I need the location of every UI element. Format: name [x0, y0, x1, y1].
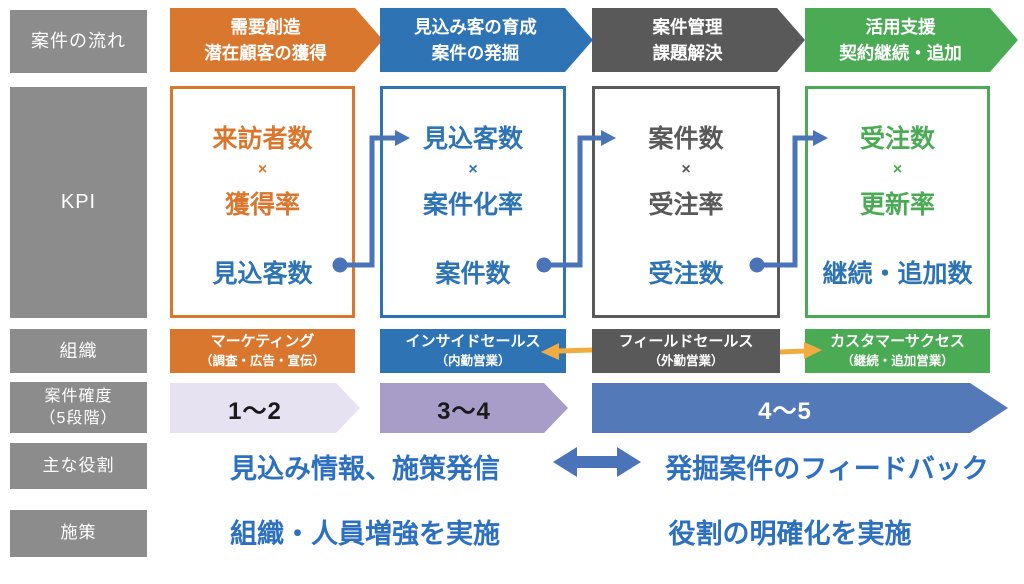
row-label-role-text: 主な役割	[42, 455, 115, 475]
kpi-factor1: 受注数	[859, 125, 935, 153]
org-name: カスタマーサクセス	[830, 333, 965, 351]
row-label-measure-text: 施策	[60, 523, 97, 543]
org-subtitle: （調査・広告・宣伝）	[199, 353, 325, 368]
stage-banner-adoption-support: 活用支援 契約継続・追加	[805, 8, 1018, 72]
row-label-flow: 案件の流れ	[10, 10, 147, 73]
stage-banner-demand-creation: 需要創造 潜在顧客の獲得	[170, 8, 383, 72]
certainty-arrow-4-5: 4〜5	[592, 383, 1008, 433]
banner-text: 案件の発掘	[431, 43, 520, 63]
role-double-arrow	[553, 447, 641, 477]
banner-text: 需要創造	[230, 16, 301, 37]
certainty-value: 4〜5	[758, 397, 812, 425]
org-box-customer-success: カスタマーサクセス （継続・追加営業）	[805, 329, 990, 373]
measure-text-left: 組織・人員増強を実施	[230, 519, 500, 549]
row-label-certainty-line2: （5段階）	[39, 409, 118, 427]
org-subtitle: （継続・追加営業）	[841, 353, 954, 368]
certainty-value: 3〜4	[437, 397, 491, 425]
kpi-times: ×	[892, 161, 903, 178]
kpi-factor2: 更新率	[859, 191, 935, 219]
row-label-certainty-line1: 案件確度	[44, 387, 113, 405]
certainty-value: 1〜2	[228, 397, 282, 425]
banner-text: 案件管理	[652, 16, 723, 37]
kpi-times: ×	[468, 161, 478, 178]
banner-text: 潜在顧客の獲得	[204, 43, 327, 63]
org-subtitle: （外勤営業）	[648, 353, 724, 368]
row-label-flow-text: 案件の流れ	[31, 31, 126, 52]
row-label-kpi: KPI	[10, 87, 147, 318]
kpi-factor2: 受注率	[648, 191, 724, 219]
kpi-box-nurturing: 見込客数 × 案件化率 案件数	[380, 86, 566, 318]
kpi-factor2: 獲得率	[224, 191, 300, 219]
banner-text: 見込み客の育成	[414, 16, 537, 37]
stage-banner-lead-nurturing: 見込み客の育成 案件の発掘	[380, 8, 593, 72]
org-subtitle: （内勤営業）	[435, 353, 511, 368]
kpi-factor2: 案件化率	[422, 191, 523, 219]
row-label-certainty: 案件確度 （5段階）	[10, 382, 147, 433]
row-label-measure: 施策	[10, 510, 147, 557]
kpi-box-demand: 来訪者数 × 獲得率 見込客数	[170, 86, 355, 318]
kpi-result: 継続・追加数	[822, 260, 973, 288]
role-text-right: 発掘案件のフィードバック	[665, 454, 989, 484]
kpi-box-management: 案件数 × 受注率 受注数	[592, 86, 780, 318]
kpi-factor1: 見込客数	[422, 125, 523, 153]
banner-text: 課題解決	[652, 43, 723, 63]
row-label-role: 主な役割	[10, 443, 147, 489]
kpi-box-success: 受注数 × 更新率 継続・追加数	[805, 86, 990, 318]
certainty-arrow-1-2: 1〜2	[170, 383, 360, 433]
row-label-kpi-text: KPI	[60, 191, 97, 213]
kpi-factor1: 来訪者数	[212, 125, 313, 153]
certainty-arrow-3-4: 3〜4	[380, 383, 568, 433]
kpi-times: ×	[681, 161, 691, 178]
banner-text: 契約継続・追加	[839, 43, 962, 63]
kpi-factor1: 案件数	[648, 125, 724, 153]
row-label-org: 組織	[10, 329, 147, 373]
role-text-left: 見込み情報、施策発信	[230, 454, 500, 484]
kpi-result: 案件数	[435, 260, 511, 288]
row-label-org-text: 組織	[59, 340, 98, 361]
banner-text: 活用支援	[865, 16, 936, 37]
stage-banner-deal-management: 案件管理 課題解決	[592, 8, 805, 72]
org-box-inside-sales: インサイドセールス （内勤営業）	[380, 329, 566, 373]
org-box-field-sales: フィールドセールス （外勤営業）	[592, 329, 780, 373]
measure-text-right: 役割の明確化を実施	[668, 519, 912, 549]
kpi-times: ×	[257, 161, 268, 178]
org-name: マーケティング	[210, 333, 315, 351]
org-name: インサイドセールス	[405, 333, 541, 351]
kpi-result: 受注数	[648, 260, 724, 288]
org-name: フィールドセールス	[618, 333, 754, 351]
org-box-marketing: マーケティング （調査・広告・宣伝）	[170, 329, 355, 373]
kpi-result: 見込客数	[212, 260, 313, 288]
